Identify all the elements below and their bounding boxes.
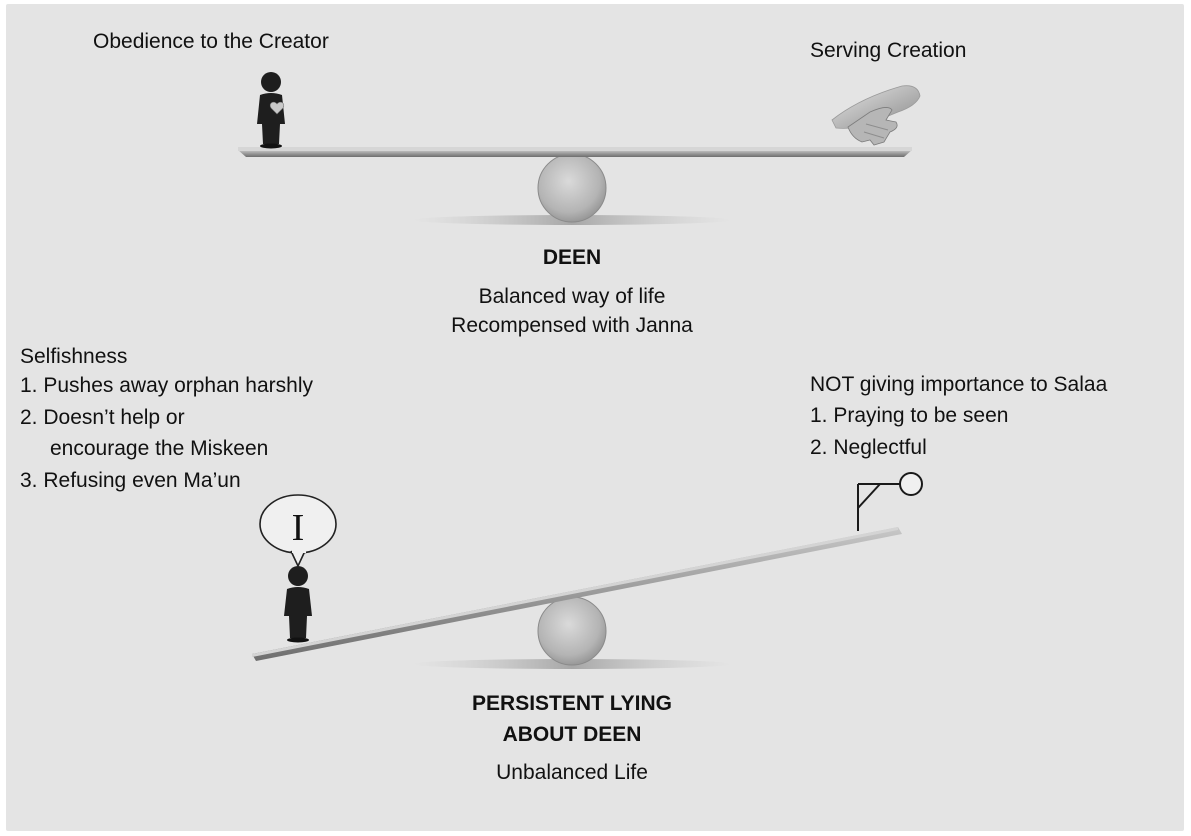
selfishness-item: encourage the Miskeen bbox=[50, 437, 269, 460]
balanced-seesaw bbox=[238, 72, 921, 225]
unbalanced-seesaw: I bbox=[252, 472, 923, 669]
fulcrum-ball bbox=[537, 153, 607, 223]
plank bbox=[238, 150, 912, 157]
salaa-item: 2. Neglectful bbox=[810, 436, 927, 459]
person-with-heart-icon bbox=[257, 72, 285, 149]
selfishness-item: 1. Pushes away orphan harshly bbox=[20, 374, 314, 397]
deen-subtitle-line-2: Recompensed with Janna bbox=[451, 314, 693, 337]
unbalanced-life-subtitle: Unbalanced Life bbox=[496, 761, 648, 784]
speech-letter: I bbox=[292, 507, 305, 549]
fulcrum-ball bbox=[537, 596, 607, 666]
speech-bubble: I bbox=[259, 494, 337, 568]
serving-creation-label: Serving Creation bbox=[810, 39, 967, 62]
diagram-background bbox=[6, 4, 1184, 831]
helping-hands-icon bbox=[831, 85, 921, 146]
salaa-item: 1. Praying to be seen bbox=[810, 404, 1009, 427]
person-icon bbox=[284, 566, 312, 643]
selfishness-item: 3. Refusing even Ma’un bbox=[20, 469, 241, 492]
persistent-lying-title-line-2: ABOUT DEEN bbox=[502, 723, 642, 746]
obedience-label: Obedience to the Creator bbox=[93, 30, 329, 53]
selfishness-heading: Selfishness bbox=[20, 345, 128, 368]
selfishness-item: 2. Doesn’t help or bbox=[20, 406, 185, 429]
deen-subtitle-line-1: Balanced way of life bbox=[478, 285, 666, 308]
stick-figure-icon bbox=[857, 472, 923, 531]
salaa-heading: NOT giving importance to Salaa bbox=[810, 373, 1108, 396]
persistent-lying-title-line-1: PERSISTENT LYING bbox=[472, 692, 672, 715]
deen-title: DEEN bbox=[542, 246, 602, 269]
